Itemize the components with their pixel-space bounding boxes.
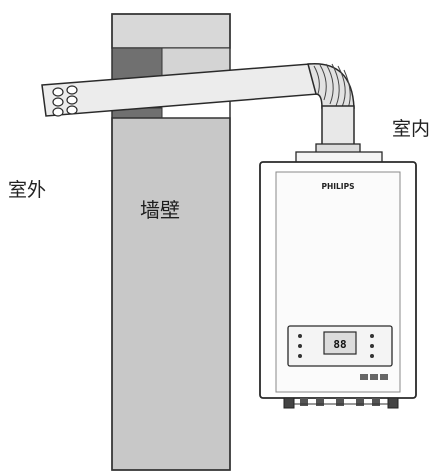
pipe-vertical xyxy=(321,105,355,147)
wall-sleeve-upper xyxy=(111,47,163,81)
pipe-elbow xyxy=(307,62,355,109)
heater-display xyxy=(323,331,357,355)
pipe-terminal-holes xyxy=(52,85,78,117)
display-readout: 88 xyxy=(333,338,346,351)
certification-marks xyxy=(360,374,388,380)
label-indoor: 室内 xyxy=(392,118,431,140)
wall xyxy=(111,13,231,471)
wall-body xyxy=(111,117,231,471)
label-wall: 墙壁 xyxy=(140,198,180,222)
water-heater: PHILIPS 88 xyxy=(259,151,417,409)
label-outdoor: 室外 xyxy=(8,179,47,201)
control-buttons xyxy=(298,334,374,358)
flue-pipe xyxy=(41,62,361,155)
wall-top-section xyxy=(111,13,231,49)
heater-brand: PHILIPS xyxy=(321,182,354,191)
bottom-connections xyxy=(283,397,399,409)
